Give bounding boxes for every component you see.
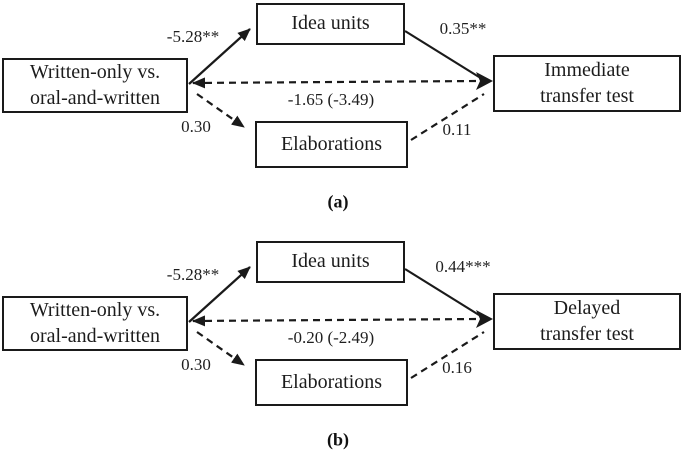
outcome-box: Delayed transfer test: [493, 293, 681, 350]
predictor-label-line2: oral-and-written: [30, 86, 160, 109]
arrow-idea-units-to-outcome: [404, 268, 480, 316]
coef-direct-effect: -0.20 (-2.49): [287, 328, 375, 347]
coef-predictor-to-idea-units: -5.28**: [166, 265, 220, 284]
arrow-predictor-to-idea-units: [188, 266, 251, 323]
panel-b-caption: (b): [327, 429, 349, 450]
panel-b-arrow-layer: [188, 266, 493, 379]
mediator-idea-units-box: Idea units: [256, 3, 405, 45]
coef-predictor-to-elaborations: 0.30: [181, 355, 211, 374]
arrow-idea-units-to-outcome: [404, 30, 480, 78]
mediator-elaborations-box: Elaborations: [255, 121, 408, 168]
arrow-direct-effect-dashed: [192, 315, 480, 327]
arrow-direct-effect-dashed: [192, 77, 480, 89]
mediator-idea-units-box: Idea units: [256, 241, 405, 283]
predictor-label-line1: Written-only vs.: [29, 298, 161, 321]
panel-a: Written-only vs. oral-and-written Idea u…: [0, 0, 685, 225]
coef-predictor-to-elaborations: 0.30: [181, 117, 211, 136]
panel-a-arrow-layer: [188, 28, 493, 141]
coef-idea-units-to-outcome: 0.44***: [435, 257, 491, 276]
elaborations-label: Elaborations: [280, 132, 383, 155]
outcome-label-line1: Immediate: [544, 58, 630, 81]
idea-units-label: Idea units: [291, 250, 370, 273]
coef-idea-units-to-outcome: 0.35**: [439, 19, 487, 38]
arrow-predictor-to-elaborations: [196, 93, 245, 128]
predictor-label-line1: Written-only vs.: [29, 60, 161, 83]
arrow-predictor-to-elaborations: [196, 331, 245, 366]
coef-elaborations-to-outcome: 0.11: [442, 120, 472, 139]
outcome-box: Immediate transfer test: [493, 55, 681, 112]
outcome-label-line2: transfer test: [540, 322, 634, 345]
panel-b: Written-only vs. oral-and-written Idea u…: [0, 238, 685, 451]
arrow-elaborations-to-outcome: [410, 331, 485, 379]
predictor-box: Written-only vs. oral-and-written: [2, 296, 188, 351]
outcome-label-line2: transfer test: [540, 84, 634, 107]
panel-a-caption: (a): [327, 191, 349, 212]
elaborations-label: Elaborations: [280, 370, 383, 393]
coef-direct-effect: -1.65 (-3.49): [287, 90, 375, 109]
mediator-elaborations-box: Elaborations: [255, 359, 408, 406]
predictor-box: Written-only vs. oral-and-written: [2, 58, 188, 113]
idea-units-label: Idea units: [291, 12, 370, 35]
predictor-label-line2: oral-and-written: [30, 324, 160, 347]
arrow-predictor-to-idea-units: [188, 28, 251, 85]
arrow-elaborations-to-outcome: [410, 93, 485, 141]
coef-predictor-to-idea-units: -5.28**: [166, 27, 220, 46]
outcome-arrowhead: [476, 310, 493, 328]
outcome-label-line1: Delayed: [553, 296, 621, 319]
outcome-arrowhead: [476, 72, 493, 90]
coef-elaborations-to-outcome: 0.16: [442, 358, 472, 377]
